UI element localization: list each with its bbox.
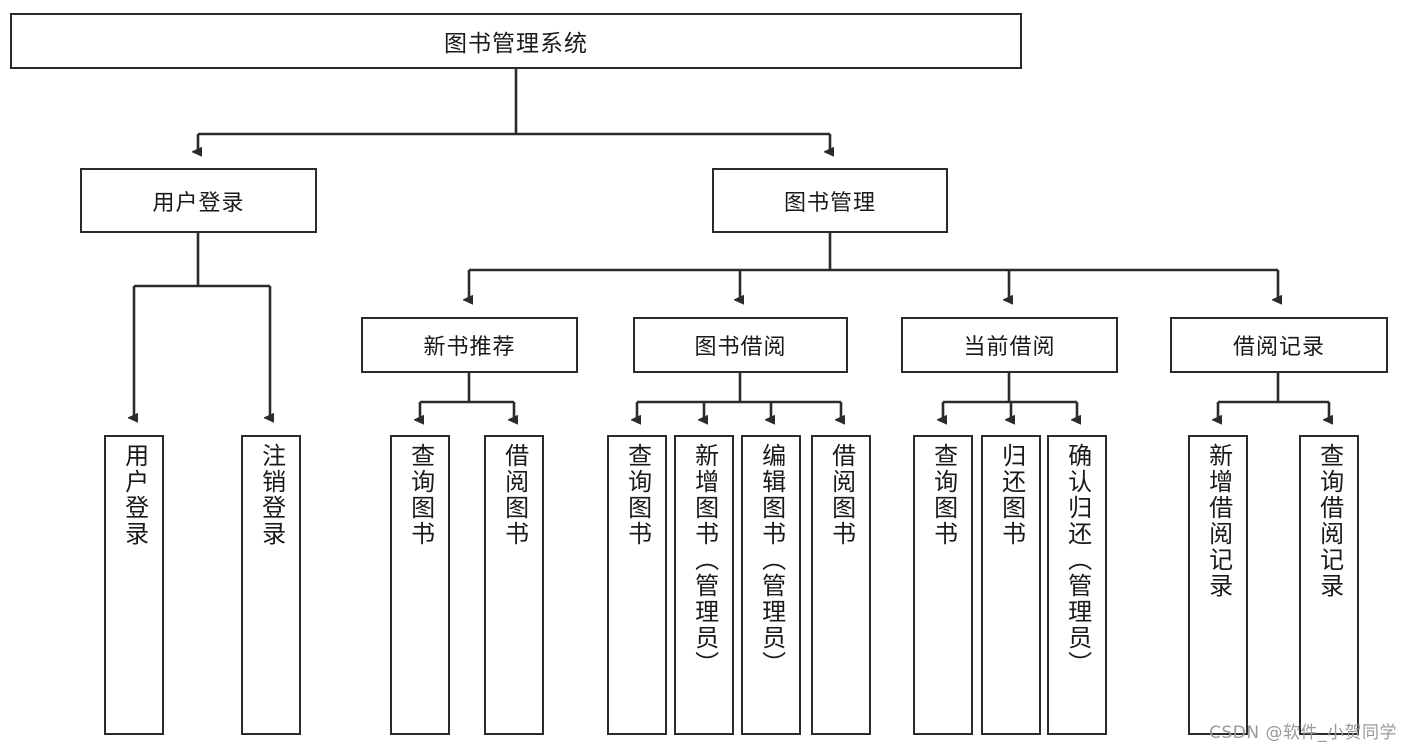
node-leaf-add-borrow-record[interactable]: 新增借阅记录 (1188, 435, 1248, 735)
node-leaf-return-book-label: 归还图书 (997, 443, 1026, 547)
node-new-book-recommend-label: 新书推荐 (423, 335, 516, 360)
node-leaf-return-book[interactable]: 归还图书 (981, 435, 1041, 735)
node-leaf-query-book-3-label: 查询图书 (929, 443, 958, 547)
node-user-login[interactable]: 用户登录 (80, 168, 317, 233)
node-leaf-confirm-return[interactable]: 确认归还（管理员） (1047, 435, 1107, 735)
node-root-system-label: 图书管理系统 (444, 31, 588, 57)
node-new-book-recommend[interactable]: 新书推荐 (361, 317, 578, 373)
node-leaf-borrow-book-1-label: 借阅图书 (500, 443, 529, 547)
node-borrow-record-label: 借阅记录 (1232, 335, 1325, 360)
node-leaf-query-book-1-label: 查询图书 (406, 443, 435, 547)
node-leaf-logout-login[interactable]: 注销登录 (241, 435, 301, 735)
node-leaf-borrow-book-2[interactable]: 借阅图书 (811, 435, 871, 735)
node-leaf-query-book-2[interactable]: 查询图书 (607, 435, 667, 735)
node-leaf-user-login[interactable]: 用户登录 (104, 435, 164, 735)
node-leaf-edit-book-label: 编辑图书（管理员） (757, 443, 786, 677)
node-leaf-confirm-return-label: 确认归还（管理员） (1063, 443, 1092, 677)
node-leaf-borrow-book-1[interactable]: 借阅图书 (484, 435, 544, 735)
node-leaf-query-borrow-record[interactable]: 查询借阅记录 (1299, 435, 1359, 735)
node-leaf-user-login-label: 用户登录 (120, 443, 149, 547)
node-leaf-query-book-3[interactable]: 查询图书 (913, 435, 973, 735)
node-leaf-add-borrow-record-label: 新增借阅记录 (1204, 443, 1233, 599)
node-borrow-record[interactable]: 借阅记录 (1170, 317, 1388, 373)
node-leaf-query-book-1[interactable]: 查询图书 (390, 435, 450, 735)
node-user-login-label: 用户登录 (152, 190, 245, 216)
node-book-borrow[interactable]: 图书借阅 (633, 317, 848, 373)
node-book-manage-label: 图书管理 (783, 190, 876, 216)
node-leaf-query-borrow-record-label: 查询借阅记录 (1315, 443, 1344, 599)
node-book-borrow-label: 图书借阅 (694, 335, 787, 360)
node-leaf-logout-login-label: 注销登录 (257, 443, 286, 547)
node-leaf-edit-book[interactable]: 编辑图书（管理员） (741, 435, 801, 735)
node-leaf-query-book-2-label: 查询图书 (623, 443, 652, 547)
node-leaf-add-book-label: 新增图书（管理员） (690, 443, 719, 677)
node-current-borrow-label: 当前借阅 (963, 335, 1056, 360)
node-leaf-borrow-book-2-label: 借阅图书 (827, 443, 856, 547)
node-current-borrow[interactable]: 当前借阅 (901, 317, 1118, 373)
node-book-manage[interactable]: 图书管理 (712, 168, 948, 233)
node-root-system[interactable]: 图书管理系统 (10, 13, 1022, 69)
node-leaf-add-book[interactable]: 新增图书（管理员） (674, 435, 734, 735)
